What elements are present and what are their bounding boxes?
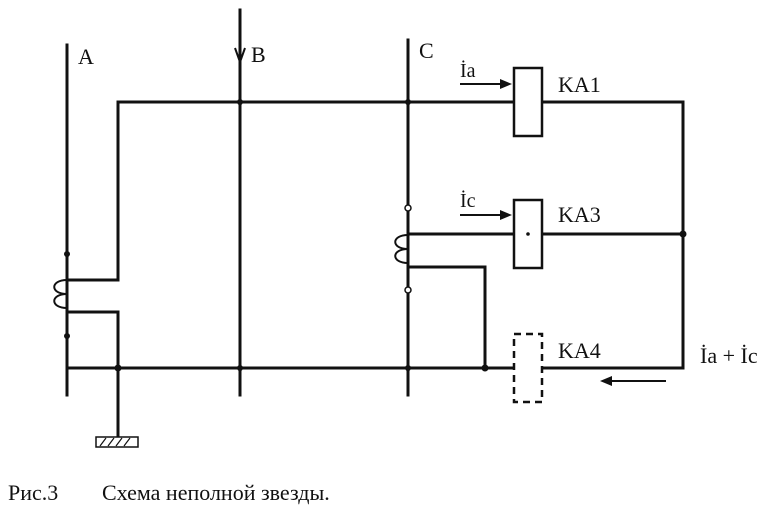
relay-ka3-center-mark <box>526 232 530 236</box>
relay-ka4 <box>512 332 544 404</box>
junction-dot <box>114 364 122 372</box>
ct-c-return-wire <box>406 265 487 370</box>
relay-ka1 <box>512 66 544 138</box>
phase-b-arrow <box>234 47 246 65</box>
current-transformer-c <box>394 204 412 294</box>
ct-a-winding <box>53 279 68 309</box>
junction-dot <box>405 99 411 105</box>
current-ic-arrowhead-icon <box>500 210 512 220</box>
ground-hatch-icon <box>99 437 131 447</box>
junction-dot <box>481 364 489 372</box>
junction-dot <box>679 230 687 238</box>
current-transformer-a <box>53 251 70 339</box>
ct-c-winding <box>394 234 409 264</box>
ct-a-terminal-bottom <box>64 333 70 339</box>
ct-c-terminal-bottom <box>404 286 412 294</box>
current-ia-arrowhead-icon <box>500 79 512 89</box>
current-sum-arrowhead-icon <box>600 376 612 386</box>
junction-dot <box>405 365 411 371</box>
phase-a-label: A <box>78 44 94 69</box>
figure-number: Рис.3 <box>8 480 58 505</box>
ct-c-terminal-top <box>404 204 412 212</box>
relay-ka4-label: KA4 <box>558 338 601 363</box>
phase-c-label: C <box>419 38 434 63</box>
junction-dot <box>237 365 243 371</box>
current-ic-label: İc <box>460 189 476 212</box>
relay-ka1-label: KA1 <box>558 72 601 97</box>
junction-dot <box>237 99 243 105</box>
phase-b-label: B <box>251 42 266 67</box>
ground-symbol-icon <box>95 436 139 448</box>
figure-caption: Схема неполной звезды. <box>102 480 330 505</box>
current-ia-label: İa <box>460 59 476 82</box>
relay-ka3-label: KA3 <box>558 202 601 227</box>
current-sum-label: İa + İc <box>700 343 758 368</box>
ct-a-return-wire <box>65 310 120 442</box>
ct-a-terminal-top <box>64 251 70 257</box>
ka1-loop-wire <box>65 100 685 370</box>
